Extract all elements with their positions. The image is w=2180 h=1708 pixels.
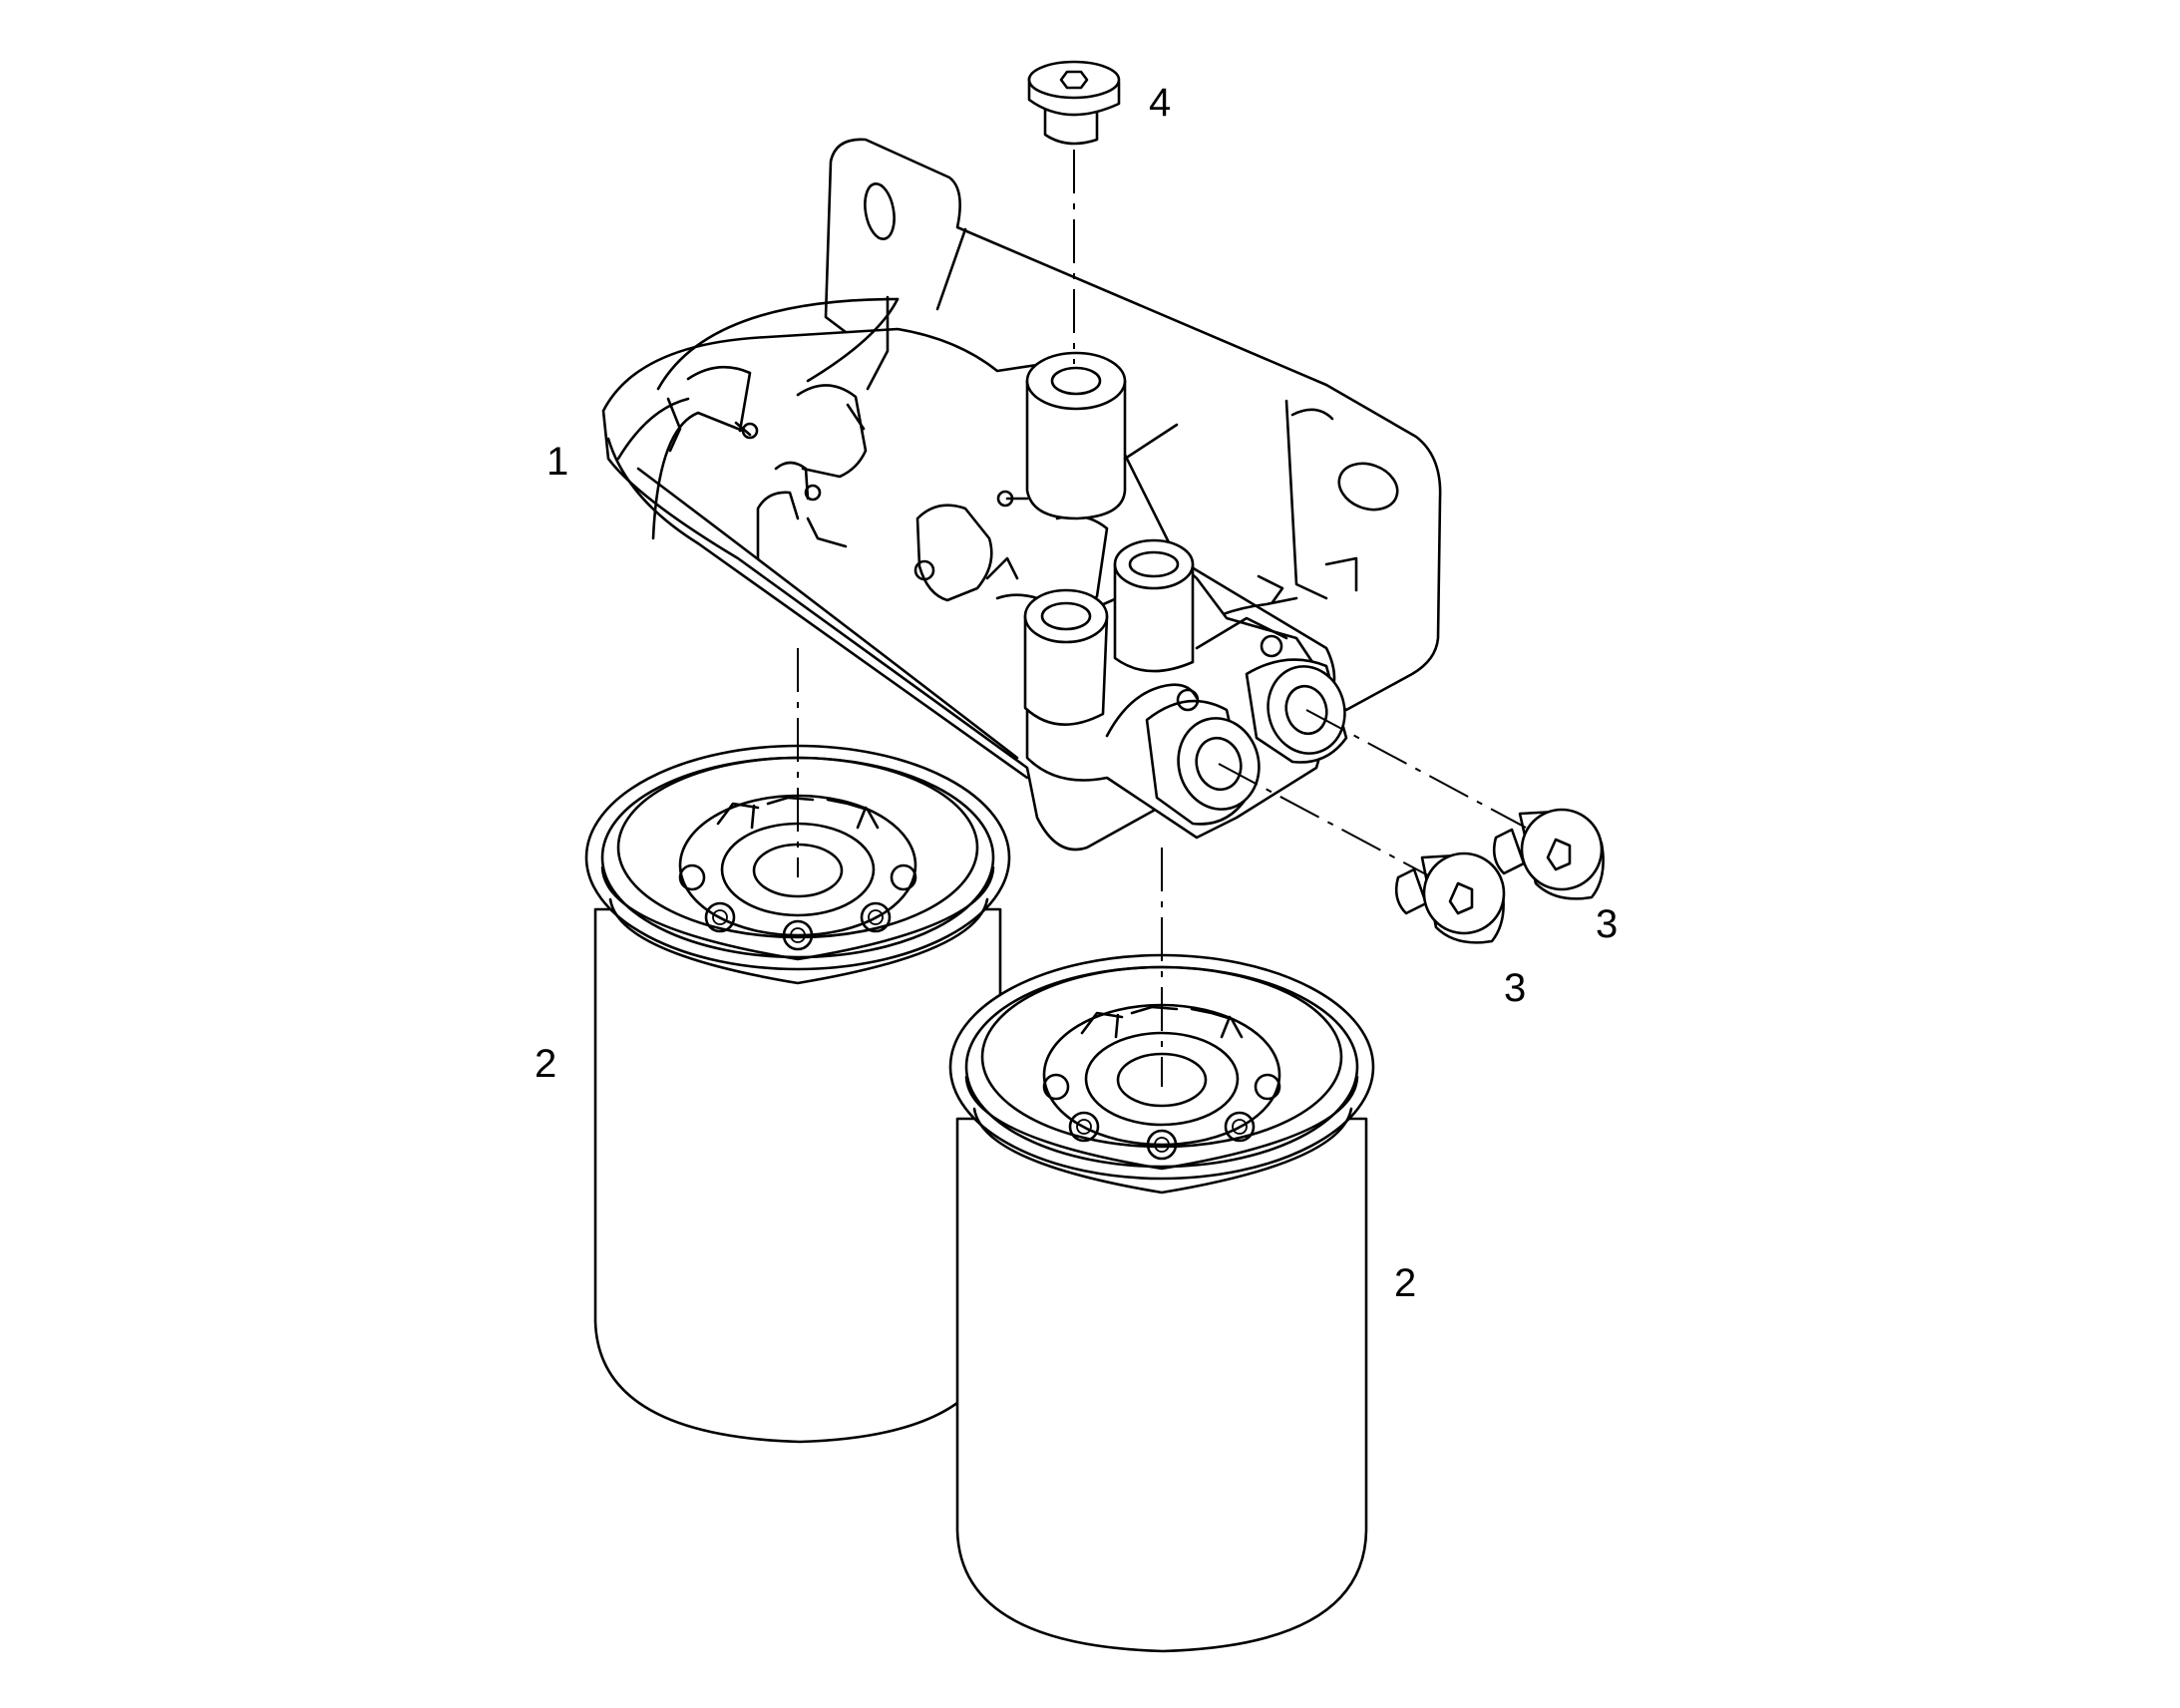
callout-filter-left: 2 — [535, 1042, 556, 1086]
top-plug — [1027, 60, 1121, 146]
filter-cartridge-left — [584, 744, 1011, 1444]
side-plug-left — [1394, 852, 1506, 944]
callout-plug-right: 3 — [1596, 902, 1618, 946]
callout-housing: 1 — [546, 440, 568, 484]
top-boss — [996, 351, 1179, 520]
callout-filter-right: 2 — [1394, 1261, 1416, 1305]
assembly-center-lines — [797, 150, 1527, 1087]
callout-plug-left: 3 — [1504, 966, 1526, 1010]
callout-top-plug: 4 — [1149, 81, 1171, 125]
side-plug-right — [1492, 808, 1605, 900]
filter-cartridge-right — [948, 953, 1375, 1653]
